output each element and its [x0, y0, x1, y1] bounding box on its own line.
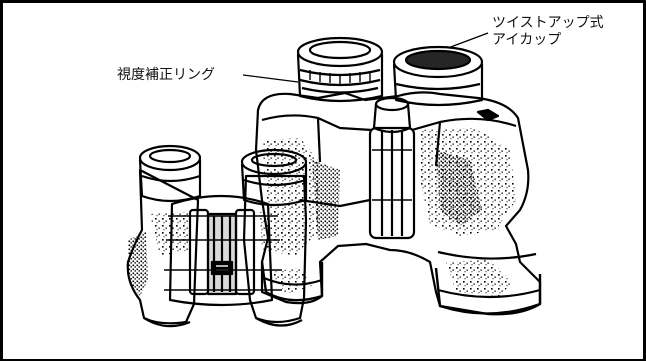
compact-right-eyecup [240, 148, 308, 176]
eyecup-label-line1: ツイストアップ式 [492, 15, 604, 31]
compact-left-eyecup [138, 144, 202, 172]
twist-up-eyecup-label: ツイストアップ式 アイカップ [492, 15, 604, 49]
diopter-leader-line [242, 74, 299, 83]
large-left-eyecup [296, 36, 384, 68]
eyecup-label-line2: アイカップ [492, 32, 562, 48]
eyecup-leader-line [447, 32, 489, 49]
compact-binoculars [126, 144, 308, 328]
diopter-ring-label: 視度補正リング [117, 67, 215, 83]
compact-right-tube [242, 174, 308, 324]
large-right-eyecup [392, 45, 484, 79]
